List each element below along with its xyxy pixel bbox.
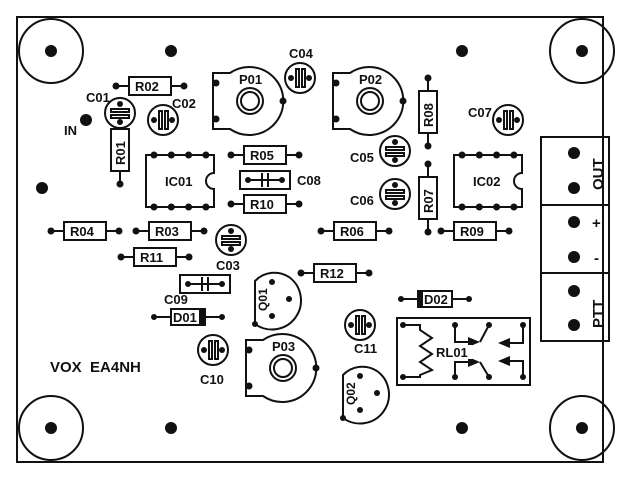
resistor-r02: R02 [112,76,188,96]
resistor-r09: R09 [437,221,513,241]
transistor-q01: Q01 [252,271,302,331]
mounting-hole-top-left [18,18,84,84]
pad [165,422,177,434]
transistor-label: Q01 [256,288,270,311]
ic-label: IC01 [165,174,192,189]
pad [456,422,468,434]
transistor-label: Q02 [344,382,358,405]
resistor-r11: R11 [117,247,193,267]
potentiometer-label: P03 [272,339,295,354]
ic-ic01: IC01 [145,151,215,211]
capacitor-c08: C08 [239,170,321,190]
resistor-r07: R07 [418,160,438,236]
resistor-r12: R12 [297,263,373,283]
resistor-r05: R05 [227,145,303,165]
pad [456,45,468,57]
capacitor-c11: C11 [344,309,377,356]
resistor-r03: R03 [132,221,208,241]
ic-label: IC02 [473,174,500,189]
resistor-label: R12 [320,266,344,281]
transistor-q02: Q02 [340,365,390,425]
relay-rl01: RL01 [396,317,531,386]
capacitor-c02: C02 [147,96,196,136]
potentiometer-p03: P03 [245,333,320,403]
resistor-label: R07 [421,189,436,213]
mounting-hole-bottom-left [18,395,84,461]
resistor-label: R11 [140,250,163,265]
capacitor-c05: C05 [350,135,411,167]
resistor-label: R04 [70,224,95,239]
capacitor-c07: C07 [468,104,524,136]
terminal-block: OUT + - PTT [540,136,610,342]
capacitor-c10: C10 [197,334,229,387]
capacitor-label: C11 [354,341,377,356]
resistor-label: R05 [250,148,274,163]
capacitor-c03: C03 [215,224,247,273]
resistor-label: R08 [421,103,436,127]
potentiometer-p02: P02 [332,66,407,136]
diode-d01: D01 [151,308,225,326]
input-pad [80,114,92,126]
capacitor-label: C02 [172,96,196,111]
capacitor-c06: C06 [350,178,411,210]
resistor-label: R02 [135,79,159,94]
diode-d02: D02 [398,290,472,308]
mounting-hole-top-right [549,18,615,84]
capacitor-label: C07 [468,105,492,120]
pad [36,182,48,194]
input-label: IN [64,123,77,138]
potentiometer-p01: P01 [212,66,287,136]
capacitor-label: C03 [216,258,240,273]
resistor-r08: R08 [418,74,438,150]
capacitor-label: C09 [164,292,188,307]
capacitor-label: C10 [200,372,224,387]
plus-label: + [592,215,601,232]
resistor-label: R06 [340,224,364,239]
ptt-label: PTT [590,300,607,328]
capacitor-label: C05 [350,150,374,165]
ic-ic02: IC02 [453,151,523,211]
capacitor-label: C06 [350,193,374,208]
capacitor-c04: C04 [284,46,316,94]
capacitor-c01: C01 [86,90,136,129]
relay-label: RL01 [436,345,468,360]
board-outline [16,16,604,463]
board-title: VOX EA4NH [50,359,141,376]
resistor-r06: R06 [317,221,393,241]
minus-label: - [594,250,599,267]
diode-label: D01 [173,310,197,325]
potentiometer-label: P02 [359,72,382,87]
out-label: OUT [590,158,607,190]
capacitor-label: C04 [289,46,314,61]
resistor-r04: R04 [47,221,123,241]
potentiometer-label: P01 [239,72,262,87]
resistor-r10: R10 [227,194,303,214]
resistor-label: R01 [113,141,128,165]
resistor-label: R10 [250,197,274,212]
capacitor-label: C01 [86,90,110,105]
diode-label: D02 [424,292,448,307]
resistor-label: R03 [155,224,179,239]
resistor-label: R09 [460,224,484,239]
capacitor-c09: C09 [164,274,231,307]
pad [165,45,177,57]
capacitor-label: C08 [297,173,321,188]
mounting-hole-bottom-right [549,395,615,461]
